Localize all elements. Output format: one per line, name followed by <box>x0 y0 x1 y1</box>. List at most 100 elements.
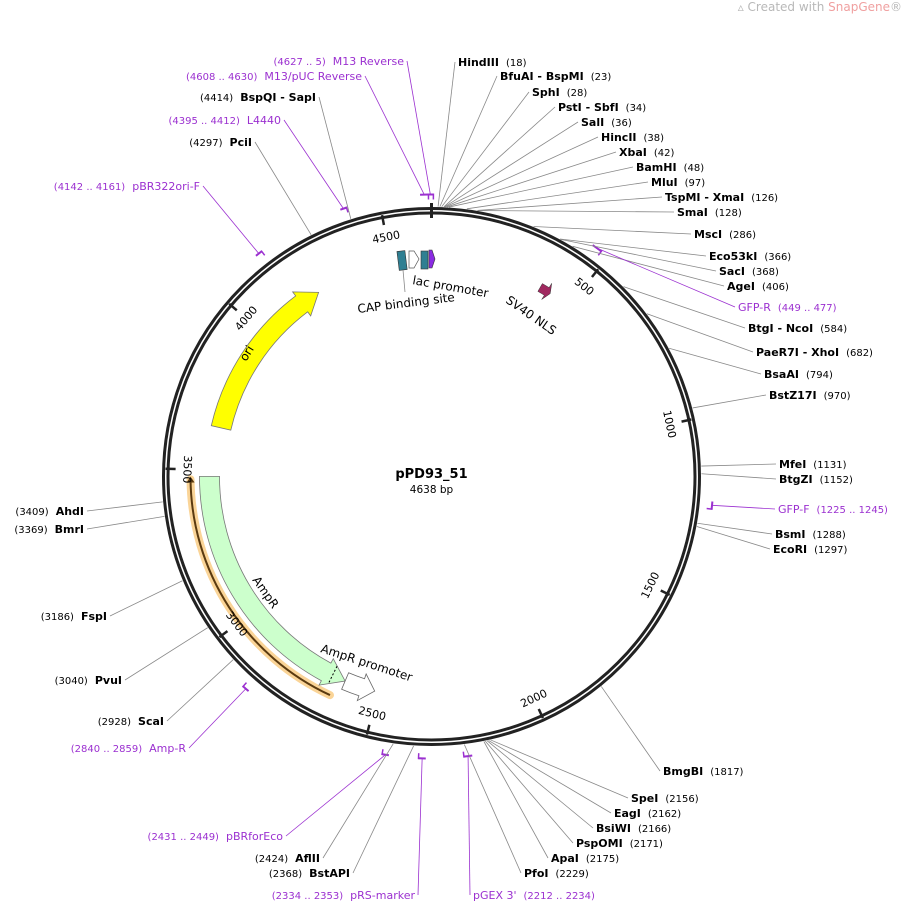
enzyme-name: BfuAI - BspMI <box>500 70 584 83</box>
primer-name: M13 Reverse <box>333 55 404 68</box>
tick-label: 500 <box>572 275 597 298</box>
tick-label: 1000 <box>660 409 679 439</box>
snapgene-watermark: ▵ Created with SnapGene® <box>737 0 902 14</box>
tick-mark <box>218 630 229 639</box>
primer-label: (4142 .. 4161) pBR322ori-F <box>54 180 200 193</box>
enzyme-leader-line <box>701 463 777 467</box>
enzyme-name: BspQI - SapI <box>240 91 316 104</box>
enzyme-name: BstAPI <box>309 867 350 880</box>
lac-operator-box <box>420 250 429 270</box>
primer-label: (4395 .. 4412) L4440 <box>168 114 281 127</box>
features-layer <box>186 193 714 760</box>
enzyme-label: SalI (36) <box>581 116 632 129</box>
primer-range: (1225 .. 1245) <box>817 505 889 516</box>
primer-name: Amp-R <box>149 742 186 755</box>
enzyme-position: (18) <box>506 58 527 69</box>
enzyme-name: PfoI <box>524 867 549 880</box>
primer-label: (4627 .. 5) M13 Reverse <box>273 55 404 68</box>
primer-label: GFP-R (449 .. 477) <box>738 301 837 314</box>
primer-leader-line <box>406 60 431 195</box>
tick-mark <box>537 708 545 719</box>
enzyme-label: SpeI (2156) <box>631 792 699 805</box>
enzyme-name: TspMI - XmaI <box>665 191 744 204</box>
cap-leader-line <box>402 269 406 293</box>
enzyme-leader-line <box>696 526 771 550</box>
enzyme-position: (1817) <box>710 767 743 778</box>
primer-leader-line <box>283 119 344 209</box>
cap-binding-site-box <box>396 250 408 271</box>
enzyme-name: SmaI <box>677 206 708 219</box>
primer-leader-line <box>188 688 247 749</box>
primer-end-tick <box>597 250 603 256</box>
enzyme-label: BmgBI (1817) <box>663 765 744 778</box>
enzyme-name: EcoRI <box>773 543 807 556</box>
primer-range: (4395 .. 4412) <box>168 116 240 127</box>
enzyme-position: (1288) <box>813 530 846 541</box>
enzyme-position: (3186) <box>41 612 74 623</box>
primer-label: (4608 .. 4630) M13/pUC Reverse <box>186 70 362 83</box>
enzyme-name: BsaAI <box>764 368 799 381</box>
enzyme-leader-line <box>488 740 612 814</box>
ampr-promoter-overlap-marker <box>327 666 338 685</box>
enzyme-label: (3369) BmrI <box>14 523 84 536</box>
backbone <box>162 203 701 746</box>
lac-promoter-arrow <box>408 250 420 269</box>
primer-end-tick <box>241 682 248 688</box>
enzyme-name: EagI <box>614 807 641 820</box>
enzyme-label: (2928) ScaI <box>98 715 164 728</box>
enzyme-leader-line <box>322 743 394 859</box>
enzyme-position: (1152) <box>820 475 853 486</box>
enzyme-leader-line <box>484 740 574 844</box>
enzyme-label: EcoRI (1297) <box>773 543 848 556</box>
enzyme-name: HincII <box>601 131 637 144</box>
enzyme-label: SphI (28) <box>532 86 587 99</box>
primer-name: GFP-R <box>738 301 771 314</box>
plasmid-length: 4638 bp <box>410 484 454 496</box>
enzyme-position: (2156) <box>665 794 698 805</box>
enzyme-name: AhdI <box>56 505 84 518</box>
tick-label: 4500 <box>371 228 401 246</box>
enzyme-label: (3040) PvuI <box>55 674 122 687</box>
enzyme-label: EagI (2162) <box>614 807 681 820</box>
primer-label: (2431 .. 2449) pBRforEco <box>148 830 284 843</box>
primer-end-tick <box>260 250 266 256</box>
enzyme-name: FspI <box>81 610 107 623</box>
enzyme-label: BamHI (48) <box>636 161 704 174</box>
enzyme-position: (128) <box>715 208 742 219</box>
enzyme-leader-line <box>352 745 414 874</box>
enzyme-leader-line <box>572 245 725 287</box>
primer-range: (4142 .. 4161) <box>54 182 126 193</box>
enzyme-label: AgeI (406) <box>727 280 789 293</box>
primer-name: L4440 <box>247 114 281 127</box>
enzyme-position: (4297) <box>189 138 222 149</box>
enzyme-position: (2162) <box>648 809 681 820</box>
enzyme-name: ApaI <box>551 852 579 865</box>
sv40-nls-arrow <box>537 283 552 300</box>
enzyme-leader-line <box>697 522 773 535</box>
enzyme-name: BmrI <box>55 523 84 536</box>
enzyme-name: XbaI <box>619 146 647 159</box>
enzyme-leader-line <box>600 686 661 772</box>
enzyme-label: MfeI (1131) <box>779 458 847 471</box>
tick-mark <box>660 589 671 597</box>
primer-leader-line <box>417 758 423 896</box>
enzyme-name: HindIII <box>458 56 499 69</box>
enzyme-label: Eco53kI (366) <box>709 250 791 263</box>
enzyme-leader-line <box>124 627 208 681</box>
enzyme-leader-line <box>254 141 312 236</box>
enzyme-position: (36) <box>611 118 632 129</box>
enzyme-leader-line <box>86 516 165 530</box>
enzyme-position: (38) <box>644 133 665 144</box>
primer-label: GFP-F (1225 .. 1245) <box>778 503 888 516</box>
watermark-brand: SnapGene <box>828 0 890 14</box>
enzyme-leader-line <box>318 96 352 219</box>
enzyme-name: PaeR7I - XhoI <box>756 346 839 359</box>
enzyme-name: Eco53kI <box>709 250 757 263</box>
enzyme-label: BtgZI (1152) <box>779 473 853 486</box>
primer-range: (2840 .. 2859) <box>71 744 143 755</box>
enzyme-label: MluI (97) <box>651 176 705 189</box>
enzyme-position: (682) <box>846 348 873 359</box>
tick-label: 2500 <box>357 704 387 723</box>
watermark-suffix: ® <box>890 0 902 14</box>
